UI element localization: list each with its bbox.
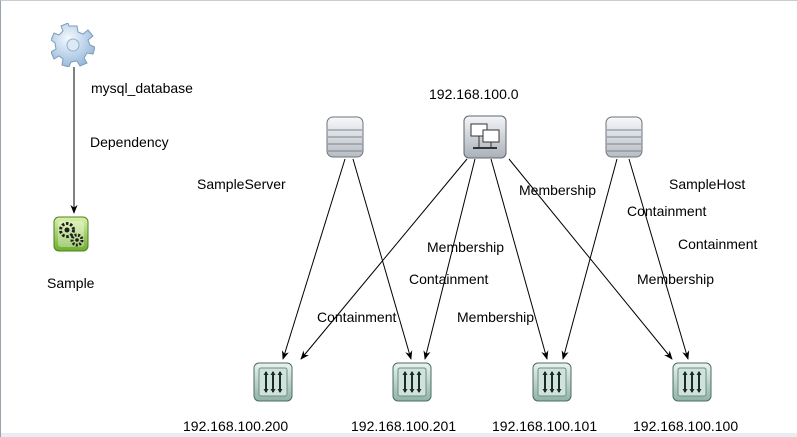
- node-ip-101[interactable]: [532, 362, 572, 402]
- edge-arrow-sample_host-to-ip_101[interactable]: [561, 158, 618, 360]
- network-icon: [463, 115, 507, 159]
- node-mysql-database[interactable]: mysql_database: [51, 23, 193, 96]
- node-label: 192.168.100.0: [429, 86, 519, 102]
- edge-label: Containment: [409, 271, 489, 287]
- ip-address-icon: [253, 362, 293, 402]
- node-label: SampleHost: [669, 176, 746, 192]
- edge-arrow-sample_server-to-ip_201[interactable]: [352, 158, 413, 360]
- edge-label: Membership: [519, 182, 597, 198]
- edge-label: Membership: [427, 239, 505, 255]
- node-label: 192.168.100.200: [183, 418, 289, 434]
- edge-label: Containment: [678, 236, 758, 252]
- node-sample-server[interactable]: [325, 115, 365, 159]
- node-ip-201[interactable]: [392, 362, 432, 402]
- node-network[interactable]: 192.168.100.0: [429, 86, 519, 159]
- node-label: Sample: [47, 275, 95, 291]
- node-ip-200[interactable]: [253, 362, 293, 402]
- node-label: 192.168.100.101: [492, 418, 598, 434]
- edge-arrow-sample_host-to-ip_100[interactable]: [628, 158, 690, 360]
- node-ip-100[interactable]: [672, 362, 712, 402]
- database-server-icon: [326, 116, 364, 158]
- edge-arrow-net_100_0-to-ip_201[interactable]: [423, 158, 476, 360]
- node-label: mysql_database: [91, 80, 193, 96]
- edge-arrow-sample_server-to-ip_200[interactable]: [281, 158, 346, 360]
- edge-arrow-net_100_0-to-ip_200[interactable]: [300, 158, 468, 360]
- node-label: 192.168.100.100: [633, 418, 739, 434]
- canvas-bottom-edge: [1, 433, 797, 437]
- edge-label: Membership: [637, 271, 715, 287]
- ip-address-icon: [672, 362, 712, 402]
- edge-label: Membership: [457, 309, 535, 325]
- gears-app-icon: [53, 216, 89, 252]
- gear-icon: [51, 23, 95, 67]
- edge-label: Containment: [627, 203, 707, 219]
- node-sample[interactable]: Sample: [47, 216, 94, 291]
- ip-address-icon: [532, 362, 572, 402]
- edge-label: Containment: [317, 309, 397, 325]
- node-sample-host[interactable]: [604, 115, 644, 159]
- node-label: SampleServer: [197, 176, 286, 192]
- database-server-icon: [605, 116, 643, 158]
- edge-label: Dependency: [90, 134, 169, 150]
- ip-address-icon: [392, 362, 432, 402]
- node-label: 192.168.100.201: [351, 418, 457, 434]
- edge-arrow-net_100_0-to-ip_101[interactable]: [490, 158, 549, 360]
